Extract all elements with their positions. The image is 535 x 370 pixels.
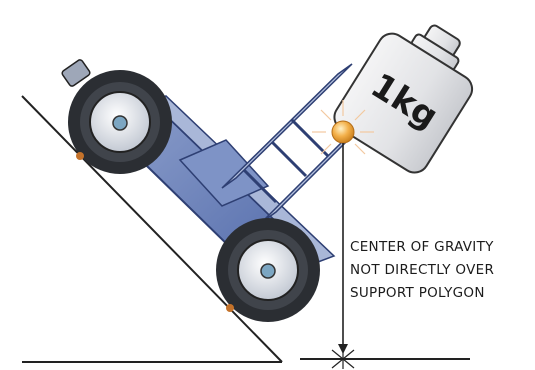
caption-line-3: SUPPORT POLYGON <box>350 285 485 301</box>
caption: CENTER OF GRAVITY NOT DIRECTLY OVER SUPP… <box>350 239 494 301</box>
caption-line-2: NOT DIRECTLY OVER <box>350 262 494 278</box>
lower-wheel <box>216 218 320 322</box>
caption-line-1: CENTER OF GRAVITY <box>350 239 494 255</box>
upper-wheel <box>61 59 172 174</box>
kettlebell-weight-icon: 1kg <box>329 5 492 178</box>
